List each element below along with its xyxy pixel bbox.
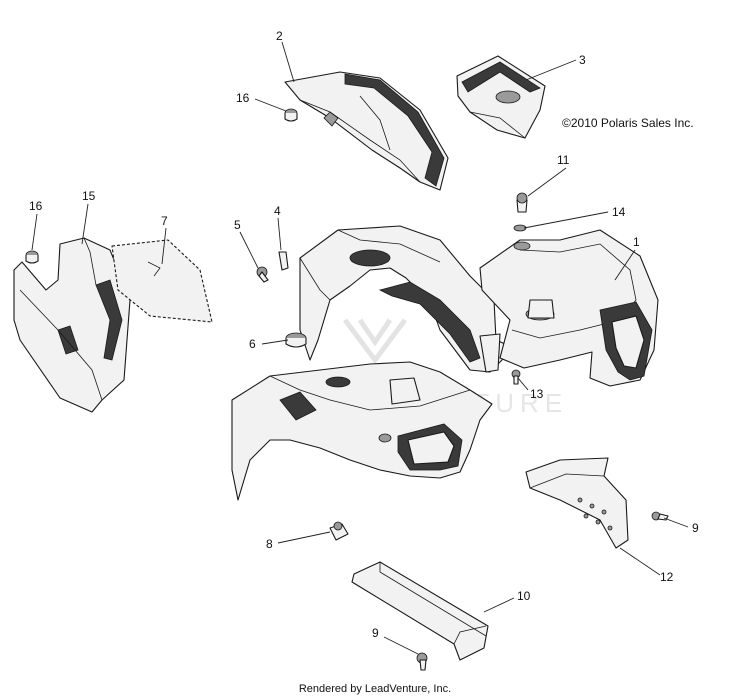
leader-16-top <box>254 98 287 112</box>
part-15-side-panel <box>13 237 131 413</box>
leader-13 <box>517 377 529 391</box>
callout-5: 5 <box>234 218 241 232</box>
part-12-bracket <box>525 457 629 549</box>
callout-10: 10 <box>517 589 531 603</box>
part-8-fastener <box>329 521 349 541</box>
part-10-plate <box>351 561 489 661</box>
part-5-screw <box>256 266 269 283</box>
leader-14 <box>523 211 609 229</box>
leader-1 <box>614 249 636 281</box>
part-16-grommet-top <box>284 108 298 122</box>
callout-16-top: 16 <box>236 91 250 105</box>
part-4-clip <box>278 251 289 271</box>
leader-11 <box>527 167 567 197</box>
callout-4: 4 <box>274 204 281 218</box>
leader-15 <box>81 203 89 245</box>
callout-8: 8 <box>266 537 273 551</box>
leader-10 <box>483 597 515 613</box>
leader-7 <box>161 227 167 265</box>
part-9-screw-bottom <box>416 652 428 671</box>
leader-9-right <box>663 517 689 528</box>
leader-lines <box>31 41 689 655</box>
callout-3: 3 <box>579 53 586 67</box>
part-6-plug <box>285 332 307 348</box>
part-9-screw-right <box>651 511 669 521</box>
callout-7: 7 <box>161 214 168 228</box>
callout-14: 14 <box>612 205 626 219</box>
callout-1: 1 <box>633 235 640 249</box>
leader-4 <box>277 217 282 251</box>
part-1-rear-fender <box>231 361 493 501</box>
part-13-screw <box>511 369 521 385</box>
callout-2: 2 <box>276 29 283 43</box>
callout-11: 11 <box>557 153 570 167</box>
callout-16-left: 16 <box>29 199 43 213</box>
copyright-notice: ©2010 Polaris Sales Inc. <box>562 116 694 130</box>
leader-9-bottom <box>383 636 419 655</box>
callout-6: 6 <box>249 337 256 351</box>
part-1-front-body <box>299 225 659 387</box>
part-11-bolt <box>516 192 528 213</box>
leader-6 <box>261 339 289 345</box>
part-2-upper-cover <box>284 71 449 191</box>
part-3-small-cover <box>456 55 546 139</box>
callout-12: 12 <box>660 570 674 584</box>
leader-8 <box>277 531 331 544</box>
callout-9-bottom: 9 <box>372 626 379 640</box>
part-7-decal <box>111 239 213 323</box>
footer-credit: Rendered by LeadVenture, Inc. <box>298 683 452 695</box>
leader-12 <box>619 547 661 576</box>
callout-numbers: 2 3 16 11 14 1 16 15 7 5 4 6 13 9 12 8 1… <box>29 29 699 640</box>
part-16-grommet-left <box>25 250 39 264</box>
callout-13: 13 <box>530 387 544 401</box>
leader-3 <box>525 59 577 81</box>
callout-15: 15 <box>82 189 96 203</box>
leader-5 <box>239 231 259 269</box>
leader-2 <box>281 41 295 83</box>
leader-16-left <box>31 213 38 251</box>
callout-9-right: 9 <box>692 521 699 535</box>
